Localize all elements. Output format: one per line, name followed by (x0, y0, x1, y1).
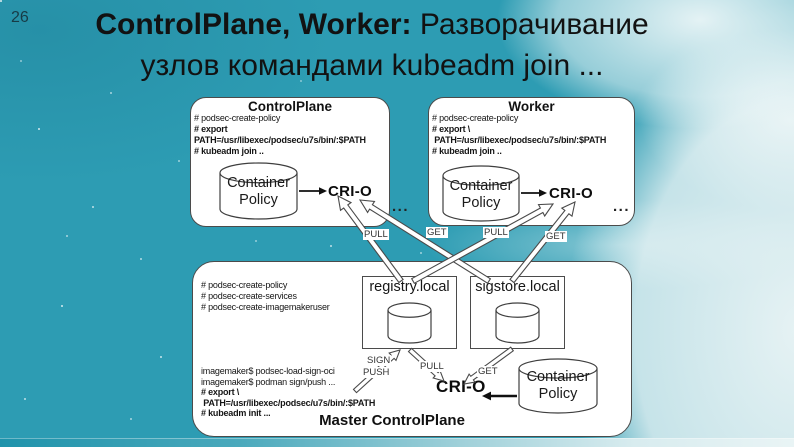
command-line: # podsec-create-services (201, 291, 297, 301)
cylinder-label-line2: Policy (461, 195, 501, 211)
command-line: PATH=/usr/libexec/podsec/u7s/bin/:$PATH (201, 397, 376, 408)
registry-cylinder (387, 302, 432, 344)
cylinder-shape (219, 162, 298, 220)
command-line: PATH=/usr/libexec/podsec/u7s/bin/:$PATH (194, 135, 366, 145)
registry-label: registry.local (369, 279, 450, 295)
label-pull-left: PULL (363, 229, 389, 240)
background-speckles (0, 0, 2, 2)
cylinder-label-line1: Container (227, 175, 290, 191)
command-line: # podsec-create-policy (194, 113, 281, 123)
master-setup-commands: # podsec-create-policy # podsec-create-s… (201, 280, 330, 313)
label-pull-inner: PULL (419, 361, 445, 372)
cylinder-shape (387, 302, 432, 344)
command-line: # export \ (432, 124, 471, 134)
master-controlplane-box: # podsec-create-policy # podsec-create-s… (192, 261, 632, 437)
gap-ellipsis: ... (392, 198, 410, 215)
worker-policy-cylinder: Container Policy (442, 165, 520, 222)
label-get-right: GET (545, 231, 567, 242)
title-regular-part: Разворачивание (411, 8, 649, 41)
label-get-inner: GET (477, 366, 499, 377)
slide-number: 26 (11, 9, 29, 26)
cylinder-label-line1: Container (526, 369, 590, 385)
cylinder-label: Container Policy (442, 178, 520, 212)
command-line: imagemaker$ podman sign/push ... (201, 376, 336, 387)
sigstore-box: sigstore.local (470, 276, 565, 349)
title-line2: узлов командами kubeadm join ... (140, 49, 604, 82)
controlplane-box: ControlPlane # podsec-create-policy # ex… (190, 97, 390, 227)
master-box-title: Master ControlPlane (319, 412, 465, 429)
worker-commands: # podsec-create-policy # export \ PATH=/… (432, 113, 606, 157)
worker-title: Worker (508, 99, 555, 114)
cylinder-label-line1: Container (449, 178, 513, 194)
master-crio-label: CRI-O (436, 377, 486, 396)
label-pull-right: PULL (483, 227, 509, 238)
worker-ellipsis: ... (613, 198, 631, 215)
master-policy-cylinder: Container Policy (518, 358, 598, 414)
command-line: imagemaker$ podsec-load-sign-oci (201, 366, 335, 376)
label-push: PUSH (362, 367, 391, 378)
cylinder-label-line2: Policy (239, 192, 278, 208)
cylinder-shape (518, 358, 598, 414)
cylinder-shape (495, 302, 540, 344)
command-line: PATH=/usr/libexec/podsec/u7s/bin/:$PATH (432, 135, 607, 145)
cylinder-label: Container Policy (219, 175, 298, 209)
worker-box: Worker # podsec-create-policy # export \… (428, 97, 635, 226)
command-line: # export \ (201, 387, 240, 397)
command-line: # kubeadm join .. (432, 146, 502, 156)
controlplane-title: ControlPlane (247, 99, 332, 114)
command-line: # podsec-create-imagemakeruser (201, 302, 330, 312)
label-get-left: GET (426, 227, 448, 238)
command-line: # podsec-create-policy (432, 113, 519, 123)
cylinder-label: Container Policy (518, 369, 598, 403)
command-line: # export (194, 124, 228, 134)
command-line: # podsec-create-policy (201, 280, 288, 290)
sigstore-cylinder (495, 302, 540, 344)
master-imagemaker-commands: imagemaker$ podsec-load-sign-oci imagema… (201, 366, 375, 419)
label-sign: SIGN (366, 355, 392, 366)
command-line: # kubeadm join .. (194, 146, 264, 156)
page-title: ControlPlane, Worker: Разворачивание узл… (0, 4, 794, 86)
controlplane-policy-cylinder: Container Policy (219, 162, 298, 220)
command-line: # kubeadm init ... (201, 408, 271, 418)
bottom-gradient-strip (0, 438, 794, 447)
registry-box: registry.local (362, 276, 457, 349)
title-bold-part: ControlPlane, Worker: (95, 8, 412, 41)
cylinder-label-line2: Policy (538, 386, 578, 402)
controlplane-crio-label: CRI-O (328, 183, 372, 200)
worker-crio-label: CRI-O (549, 185, 593, 202)
sigstore-label: sigstore.local (475, 279, 560, 295)
controlplane-commands: # podsec-create-policy # export PATH=/us… (194, 113, 366, 157)
